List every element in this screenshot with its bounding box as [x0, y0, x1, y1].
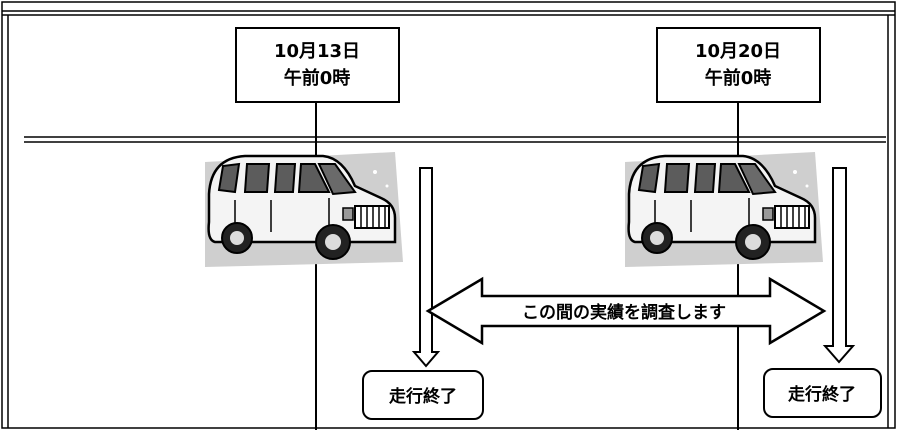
date-box-1: 10月13日 午前0時	[235, 27, 400, 103]
date-box-1-line2: 午前0時	[284, 67, 351, 89]
down-arrow-1	[411, 167, 441, 368]
end-label-1: 走行終了	[389, 386, 457, 407]
end-label-box-2: 走行終了	[763, 368, 882, 418]
date-box-2-line1: 10月20日	[695, 41, 781, 62]
down-arrow-2	[822, 167, 856, 364]
road-line	[24, 136, 886, 143]
van-icon-2	[623, 150, 825, 269]
survey-period-label: この間の実績を調査します	[522, 302, 726, 323]
date-box-1-line1: 10月13日	[274, 41, 360, 62]
end-label-box-1: 走行終了	[362, 370, 484, 420]
survey-period-arrow: この間の実績を調査します	[425, 276, 827, 346]
end-label-2: 走行終了	[788, 384, 856, 405]
date-box-2-line2: 午前0時	[705, 67, 772, 89]
van-icon-1	[203, 150, 405, 269]
date-box-2: 10月20日 午前0時	[656, 27, 821, 103]
